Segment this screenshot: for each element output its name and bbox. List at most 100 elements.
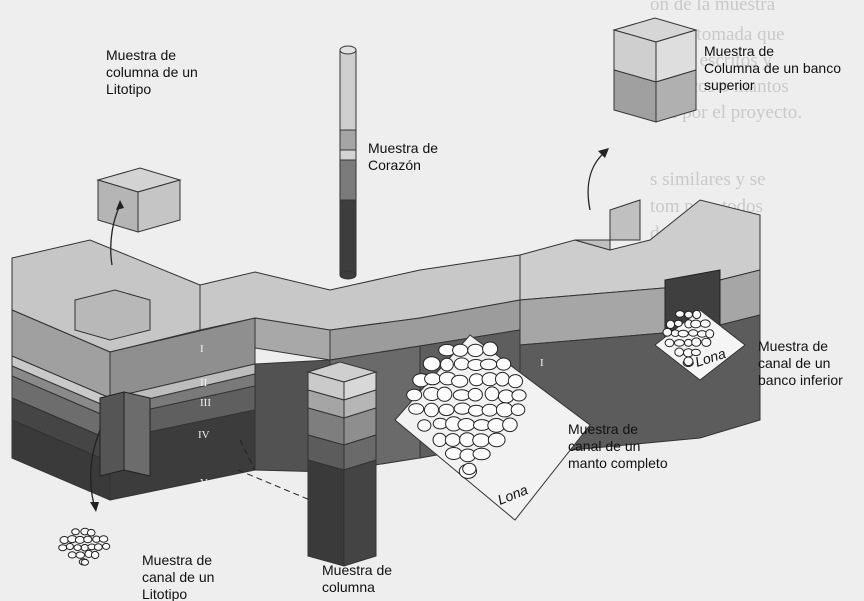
coal-lump	[690, 348, 701, 357]
label-litotipo-column-1: Muestra de	[106, 47, 176, 63]
column-sample-block	[306, 361, 378, 567]
coal-lump	[484, 386, 500, 402]
coal-lump	[472, 433, 490, 448]
label-upper-bench-3: superior	[704, 77, 755, 93]
coal-lump	[90, 550, 100, 560]
coal-lump	[468, 404, 485, 417]
coal-pile-large	[406, 341, 527, 479]
coal-lump	[453, 402, 472, 415]
coal-lump	[502, 417, 518, 433]
bg-line-1: ón de la muestra	[650, 0, 776, 15]
coal-lump	[511, 389, 527, 402]
arrow-upper-bench	[587, 151, 606, 211]
coal-lump	[408, 403, 425, 415]
coal-lump	[432, 432, 447, 447]
label-litotipo-channel-1: Muestra de	[142, 552, 212, 568]
annotation-labels: Muestra de columna de un Litotipo Muestr…	[106, 43, 843, 601]
label-litotipo-column-2: columna de un	[106, 64, 198, 80]
coal-lump	[71, 528, 80, 536]
coal-lump	[684, 338, 693, 347]
coal-lump	[452, 389, 471, 401]
coal-lump	[438, 403, 455, 417]
coal-lump	[65, 542, 74, 551]
coal-lump	[692, 309, 702, 320]
label-full-seam-3: manto completo	[568, 455, 668, 471]
coal-lump	[664, 338, 675, 348]
coal-lump	[674, 347, 685, 357]
layer-label-4: IV	[198, 429, 210, 441]
coal-lump	[701, 337, 712, 347]
coal-lump	[481, 403, 498, 417]
coal-lump	[424, 372, 441, 386]
label-litotipo-column-3: Litotipo	[106, 81, 151, 97]
layer-label-5: V	[200, 477, 208, 489]
coal-lump	[58, 544, 68, 552]
coal-lump	[445, 447, 463, 460]
coal-lump	[102, 542, 111, 550]
coal-lump	[675, 310, 685, 318]
coal-lump	[444, 433, 461, 447]
coal-lump	[688, 329, 699, 337]
bg-line-6: s similares y se	[650, 169, 766, 190]
coal-lump	[677, 329, 689, 338]
coal-lump	[683, 356, 694, 367]
label-full-seam-1: Muestra de	[568, 421, 638, 437]
label-full-seam-2: canal de un	[568, 438, 640, 454]
coal-lump	[510, 403, 526, 417]
coal-lump	[507, 374, 524, 389]
coal-lump	[496, 357, 512, 371]
litotipo-column-cavity	[74, 289, 151, 341]
coal-lump	[75, 551, 86, 559]
coal-lump	[665, 319, 676, 329]
coal-lump	[83, 535, 93, 544]
coal-lump	[495, 402, 514, 418]
layer-numerals: I II III IV V I	[198, 343, 544, 489]
litotipo-channel-cut	[99, 391, 151, 477]
coal-lump	[453, 357, 470, 371]
arrow-litotipo-channel	[90, 429, 101, 506]
coal-lump	[80, 543, 89, 552]
coal-lump	[487, 432, 506, 448]
coal-lump	[482, 341, 499, 357]
label-corazon-1: Muestra de	[368, 140, 438, 156]
coal-lump	[406, 388, 423, 402]
coal-lump	[469, 373, 484, 387]
coal-lump	[691, 337, 702, 347]
coal-pile-small	[662, 309, 715, 368]
coal-lump	[424, 402, 439, 418]
label-lower-bench-3: banco inferior	[758, 372, 843, 388]
coal-lump	[93, 543, 103, 551]
coal-lump	[690, 319, 702, 329]
coal-lump	[451, 374, 469, 388]
litotipo-cube	[96, 167, 182, 233]
coal-lump	[479, 358, 498, 371]
label-column-2: columna	[322, 579, 375, 595]
label-lower-bench-1: Muestra de	[758, 338, 828, 354]
coal-lump	[705, 329, 715, 339]
coal-lump	[67, 551, 77, 559]
coal-lump	[436, 386, 453, 402]
coal-lump	[699, 319, 711, 328]
coal-lump	[73, 544, 82, 551]
layer-label-3: III	[200, 397, 211, 409]
layer-label-small: I	[540, 357, 544, 369]
coal-lump	[452, 343, 469, 357]
coal-lump	[662, 327, 673, 337]
coal-lump	[422, 356, 441, 372]
coal-lump	[86, 528, 96, 537]
coal-lump	[98, 535, 109, 543]
layer-label-2: II	[200, 377, 208, 389]
coal-lump	[467, 343, 484, 358]
coal-lump	[673, 319, 683, 328]
coal-lump	[684, 310, 693, 319]
layer-label-1: I	[200, 343, 204, 355]
label-litotipo-channel-3: Litotipo	[142, 586, 187, 601]
coal-lump	[472, 447, 491, 461]
coal-lump	[417, 419, 432, 432]
label-corazon-2: Corazón	[368, 157, 421, 173]
coal-lump	[80, 558, 90, 566]
coal-pile-tiny	[58, 527, 111, 566]
coal-lump	[495, 371, 510, 387]
